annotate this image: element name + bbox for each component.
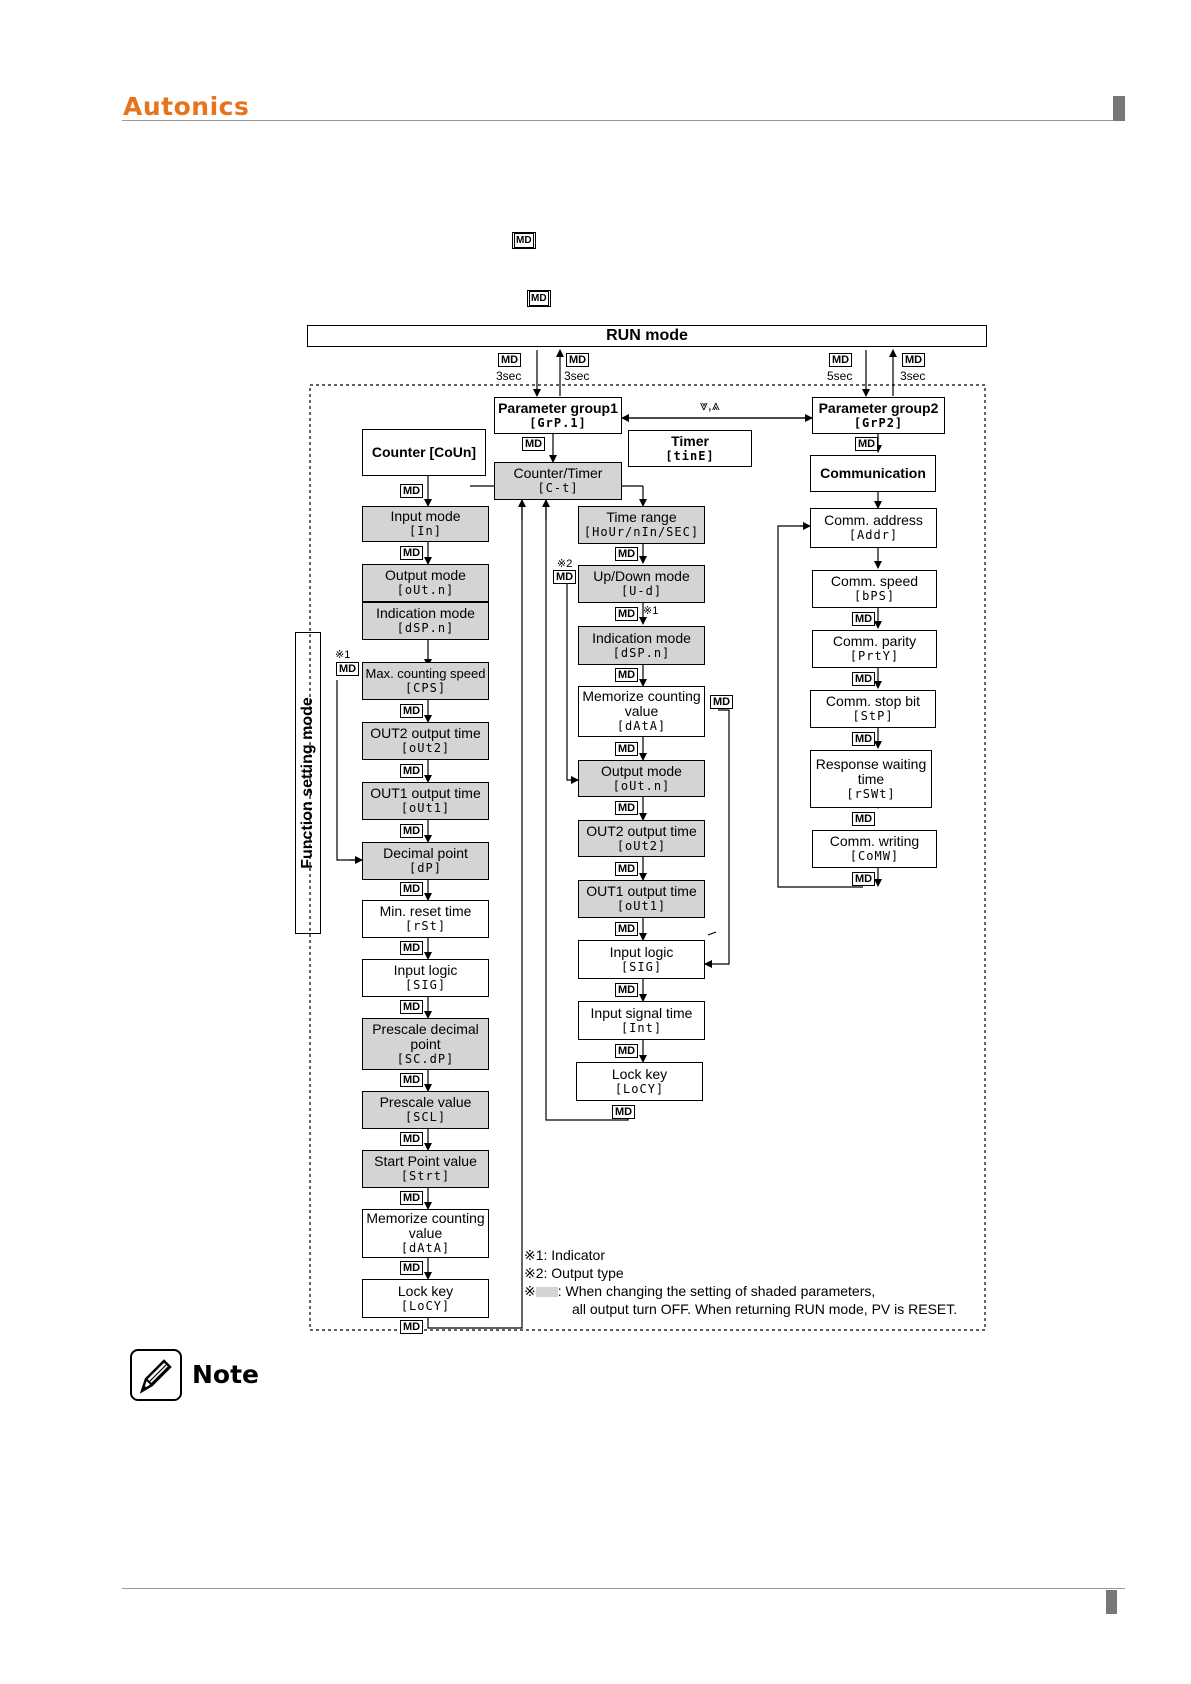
- md-key-label: MD: [615, 983, 639, 997]
- md-key-label: MD: [498, 353, 522, 367]
- header-rule: [122, 120, 1125, 121]
- md-key-label: MD: [400, 1320, 424, 1334]
- md-key-label: MD: [400, 1261, 424, 1275]
- hold-time-label: 3sec: [496, 369, 522, 383]
- md-key-label: MD: [615, 862, 639, 876]
- md-key-label: MD: [400, 704, 424, 718]
- up-down-mode-box: Up/Down mode[U-d]: [578, 565, 705, 603]
- autonics-logo: Autonics: [123, 92, 250, 121]
- output-mode-box: Output mode[oUt.n]: [362, 564, 489, 602]
- lock-key-2-box: Lock key[LoCY]: [576, 1062, 703, 1101]
- indication-mode-box: Indication mode[dSP.n]: [362, 602, 489, 640]
- function-setting-border: [309, 384, 986, 1331]
- run-mode-box: RUN mode: [307, 325, 987, 347]
- timer-box: Timer[tinE]: [628, 430, 752, 467]
- response-waiting-time-box: Response waiting time[rSWt]: [810, 750, 932, 808]
- note-title: Note: [192, 1360, 260, 1389]
- md-key-label: MD: [612, 1105, 636, 1119]
- md-key-label: MD: [852, 812, 876, 826]
- lock-key-box: Lock key[LoCY]: [362, 1279, 489, 1318]
- out2-output-time-box: OUT2 output time[oUt2]: [362, 722, 489, 760]
- output-mode-2-box: Output mode[oUt.n]: [578, 760, 705, 797]
- legend-notes: ※1: Indicator ※2: Output type ※: When ch…: [524, 1247, 958, 1317]
- comm-address-box: Comm. address[Addr]: [810, 508, 937, 548]
- md-key-label: MD: [553, 570, 577, 584]
- out1-output-time-2-box: OUT1 output time[oUt1]: [578, 880, 705, 918]
- up-down-keys-label: ⩔,⩓: [700, 397, 720, 413]
- md-key-label: MD: [615, 668, 639, 682]
- counter-timer-box: Counter/Timer[C-t]: [494, 462, 622, 500]
- hold-time-label: 3sec: [900, 369, 926, 383]
- md-key-label: MD: [829, 353, 853, 367]
- time-range-box: Time range[HoUr/nIn/SEC]: [578, 506, 705, 544]
- memorize-counting-value-2-box: Memorize counting value[dAtA]: [578, 686, 705, 737]
- md-key-label: MD: [400, 1073, 424, 1087]
- note-ref-label: ※1: [643, 605, 659, 617]
- shade-swatch: [535, 1287, 558, 1298]
- md-key-label: MD: [852, 612, 876, 626]
- md-key-label: MD: [400, 824, 424, 838]
- md-key-label: MD: [400, 1000, 424, 1014]
- md-key-label: MD: [400, 484, 424, 498]
- md-key-label: MD: [400, 941, 424, 955]
- parameter-group2-box: Parameter group2[GrP2]: [812, 397, 945, 434]
- md-key-label: MD: [710, 695, 734, 709]
- md-key-label: MD: [615, 607, 639, 621]
- comm-parity-box: Comm. parity[PrtY]: [812, 630, 937, 668]
- note-ref-label: ※1: [335, 649, 351, 661]
- indication-mode-2-box: Indication mode[dSP.n]: [578, 626, 705, 665]
- prescale-decimal-point-box: Prescale decimal point[SC.dP]: [362, 1018, 489, 1070]
- parameter-group1-box: Parameter group1[GrP.1]: [494, 397, 622, 434]
- out1-output-time-box: OUT1 output time[oUt1]: [362, 782, 489, 820]
- md-key-label: MD: [615, 547, 639, 561]
- md-key-label: MD: [400, 546, 424, 560]
- min-reset-time-box: Min. reset time[rSt]: [362, 900, 489, 938]
- md-key-label: MD: [615, 801, 639, 815]
- md-key-label: MD: [852, 732, 876, 746]
- md-key-label: MD: [852, 872, 876, 886]
- comm-writing-box: Comm. writing[CoMW]: [812, 830, 937, 868]
- md-key-label: MD: [566, 353, 590, 367]
- md-key-label: MD: [615, 922, 639, 936]
- function-setting-mode-label: Function setting mode: [295, 632, 321, 934]
- max-counting-speed-box: Max. counting speed[CPS]: [362, 662, 489, 700]
- md-key-label: MD: [336, 662, 360, 676]
- md-key-label: MD: [902, 353, 926, 367]
- md-key-label: MD: [615, 1044, 639, 1058]
- note-pencil-icon: [130, 1349, 182, 1401]
- md-key-label: MD: [615, 742, 639, 756]
- md-key-label: MD: [855, 437, 879, 451]
- md-key-label: MD: [400, 764, 424, 778]
- md-key-label: MD: [400, 1191, 424, 1205]
- footer-tab: [1106, 1590, 1117, 1614]
- input-logic-2-box: Input logic[SIG]: [578, 940, 705, 979]
- comm-stop-bit-box: Comm. stop bit[StP]: [810, 690, 936, 728]
- header-tab: [1113, 96, 1125, 121]
- input-logic-box: Input logic[SIG]: [362, 959, 489, 997]
- footer-rule: [122, 1588, 1125, 1589]
- start-point-value-box: Start Point value[Strt]: [362, 1150, 489, 1188]
- md-key-label: MD: [522, 437, 546, 451]
- md-key-icon: MD: [512, 230, 536, 249]
- out2-output-time-2-box: OUT2 output time[oUt2]: [578, 820, 705, 857]
- counter-box: Counter [CoUn]: [362, 429, 486, 476]
- input-mode-box: Input mode[In]: [362, 506, 489, 542]
- hold-time-label: 5sec: [827, 369, 853, 383]
- md-key-icon: MD: [527, 288, 551, 307]
- input-signal-time-box: Input signal time[Int]: [578, 1001, 705, 1040]
- note-ref-label: ※2: [557, 558, 573, 570]
- decimal-point-box: Decimal point[dP]: [362, 842, 489, 880]
- md-key-label: MD: [852, 672, 876, 686]
- md-key-label: MD: [400, 1132, 424, 1146]
- md-key-label: MD: [400, 882, 424, 896]
- communication-box: Communication: [810, 455, 936, 492]
- memorize-counting-value-box: Memorize counting value[dAtA]: [362, 1209, 489, 1258]
- comm-speed-box: Comm. speed[bPS]: [812, 570, 937, 608]
- hold-time-label: 3sec: [564, 369, 590, 383]
- prescale-value-box: Prescale value[SCL]: [362, 1091, 489, 1129]
